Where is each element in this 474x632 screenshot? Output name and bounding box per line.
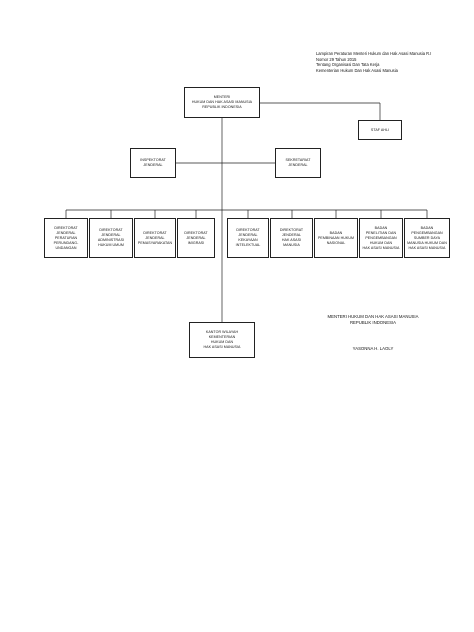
signature-title-2: REPUBLIK INDONESIA: [349, 320, 397, 325]
unit-5-line-3: KEKAYAAN: [238, 238, 258, 242]
attachment-header: Lampiran Peraturan Menteri Hukum dan Hak…: [316, 51, 466, 74]
unit-box-pengembangan-sdm: BADAN PENGEMBANGAN SUMBER DAYA MANUSIA H…: [404, 218, 450, 258]
header-line-1: Lampiran Peraturan Menteri Hukum dan Hak…: [316, 51, 432, 56]
unit-7-line-2: PEMBINAAN HUKUM: [317, 235, 355, 240]
unit-1-line-2: JENDERAL: [56, 230, 76, 235]
signature-name: YASONNA H. LAOLY: [352, 346, 394, 351]
minister-box: MENTERI HUKUM DAN HAK ASASI MANUSIA REPU…: [184, 87, 260, 118]
sekretariat-line-1: SEKRETARIAT: [285, 158, 311, 162]
kanwil-line-2: KEMENTERIAN: [208, 335, 236, 339]
unit-8-line-3: PENGEMBANGAN: [365, 235, 397, 240]
unit-1-line-3: PERATURAN: [54, 235, 78, 240]
unit-8-line-1: BADAN: [374, 225, 388, 230]
unit-3-line-3: PEMASYARAKATAN: [137, 240, 173, 245]
unit-8-line-2: PENELITIAN DAN: [365, 230, 397, 235]
sekretariat-line-2: JENDERAL: [288, 163, 308, 167]
unit-9-line-3: SUMBER DAYA: [413, 235, 441, 240]
unit-6-line-3: HAK ASASI: [281, 238, 302, 242]
unit-8-line-4: HUKUM DAN: [369, 240, 393, 245]
minister-line-1: MENTERI: [213, 95, 231, 99]
unit-1-line-4: PERUNDANG-: [53, 240, 79, 245]
unit-box-penelitian-pengembangan: BADAN PENELITIAN DAN PENGEMBANGAN HUKUM …: [359, 218, 403, 258]
kanwil-line-1: KANTOR WILAYAH: [205, 330, 239, 334]
unit-1-line-1: DIREKTORAT: [54, 225, 78, 230]
inspektorat-jenderal-box: INSPEKTORAT JENDERAL: [130, 148, 176, 178]
unit-2-line-4: HUKUM UMUM: [98, 243, 124, 247]
unit-4-line-3: IMIGRASI: [187, 240, 205, 245]
minister-line-2: HUKUM DAN HAK ASASI MANUSIA: [191, 100, 253, 104]
unit-3-line-1: DIREKTORAT: [143, 230, 167, 235]
unit-2-line-3: ADMINISTRASI: [97, 238, 125, 242]
minister-line-3: REPUBLIK INDONESIA: [202, 105, 242, 109]
signature-block: MENTERI HUKUM DAN HAK ASASI MANUSIA REPU…: [318, 314, 428, 352]
unit-7-line-3: NASIONAL: [326, 240, 346, 245]
header-line-4: Kementerian Hukum Dan Hak Asasi Manusia: [316, 68, 398, 74]
unit-box-peraturan-perundang-undangan: DIREKTORAT JENDERAL PERATURAN PERUNDANG-…: [44, 218, 88, 258]
unit-2-line-1: DIREKTORAT: [99, 228, 123, 232]
header-line-2: Nomor 29 Tahun 2015: [316, 56, 357, 62]
unit-box-administrasi-hukum-umum: DIREKTORAT JENDERAL ADMINISTRASI HUKUM U…: [89, 218, 133, 258]
header-line-3: Tentang Organisasi Dan Tata Kerja: [316, 62, 380, 68]
unit-5-line-2: JENDERAL: [238, 233, 258, 237]
unit-9-line-5: HAK ASASI MANUSIA: [408, 245, 446, 250]
unit-1-line-5: UNDANGAN: [55, 245, 77, 250]
sekretariat-jenderal-box: SEKRETARIAT JENDERAL: [275, 148, 321, 178]
unit-5-line-1: DIREKTORAT: [236, 228, 260, 232]
signature-title-1: MENTERI HUKUM DAN HAK ASASI MANUSIA: [327, 314, 419, 319]
unit-box-hak-asasi-manusia: DIREKTORAT JENDERAL HAK ASASI MANUSIA: [270, 218, 313, 258]
unit-9-line-2: PENGEMBANGAN: [411, 230, 443, 235]
unit-6-line-2: JENDERAL: [281, 233, 302, 237]
kantor-wilayah-box: KANTOR WILAYAH KEMENTERIAN HUKUM DAN HAK…: [189, 322, 255, 358]
unit-8-line-5: HAK ASASI MANUSIA: [362, 245, 400, 250]
unit-box-kekayaan-intelektual: DIREKTORAT JENDERAL KEKAYAAN INTELEKTUAL: [227, 218, 269, 258]
unit-box-pembinaan-hukum-nasional: BADAN PEMBINAAN HUKUM NASIONAL: [314, 218, 358, 258]
kanwil-line-3: HUKUM DAN: [210, 340, 234, 344]
unit-box-imigrasi: DIREKTORAT JENDERAL IMIGRASI: [177, 218, 215, 258]
unit-7-line-1: BADAN: [329, 230, 343, 235]
unit-6-line-1: DIREKTORAT: [279, 228, 304, 232]
unit-5-line-4: INTELEKTUAL: [235, 243, 261, 247]
staf-ahli-label: STAF AHLI: [370, 127, 390, 132]
inspektorat-line-2: JENDERAL: [143, 163, 163, 167]
unit-4-line-2: JENDERAL: [186, 235, 206, 240]
kanwil-line-4: HAK ASASI MANUSIA: [203, 345, 241, 349]
unit-9-line-1: BADAN: [420, 225, 434, 230]
inspektorat-line-1: INSPEKTORAT: [140, 158, 166, 162]
unit-6-line-4: MANUSIA: [283, 243, 300, 247]
unit-3-line-2: JENDERAL: [145, 235, 165, 240]
unit-9-line-4: MANUSIA HUKUM DAN: [407, 240, 447, 245]
unit-2-line-2: JENDERAL: [101, 233, 121, 237]
unit-box-pemasyarakatan: DIREKTORAT JENDERAL PEMASYARAKATAN: [134, 218, 176, 258]
unit-4-line-1: DIREKTORAT: [184, 230, 208, 235]
staf-ahli-box: STAF AHLI: [358, 120, 402, 140]
